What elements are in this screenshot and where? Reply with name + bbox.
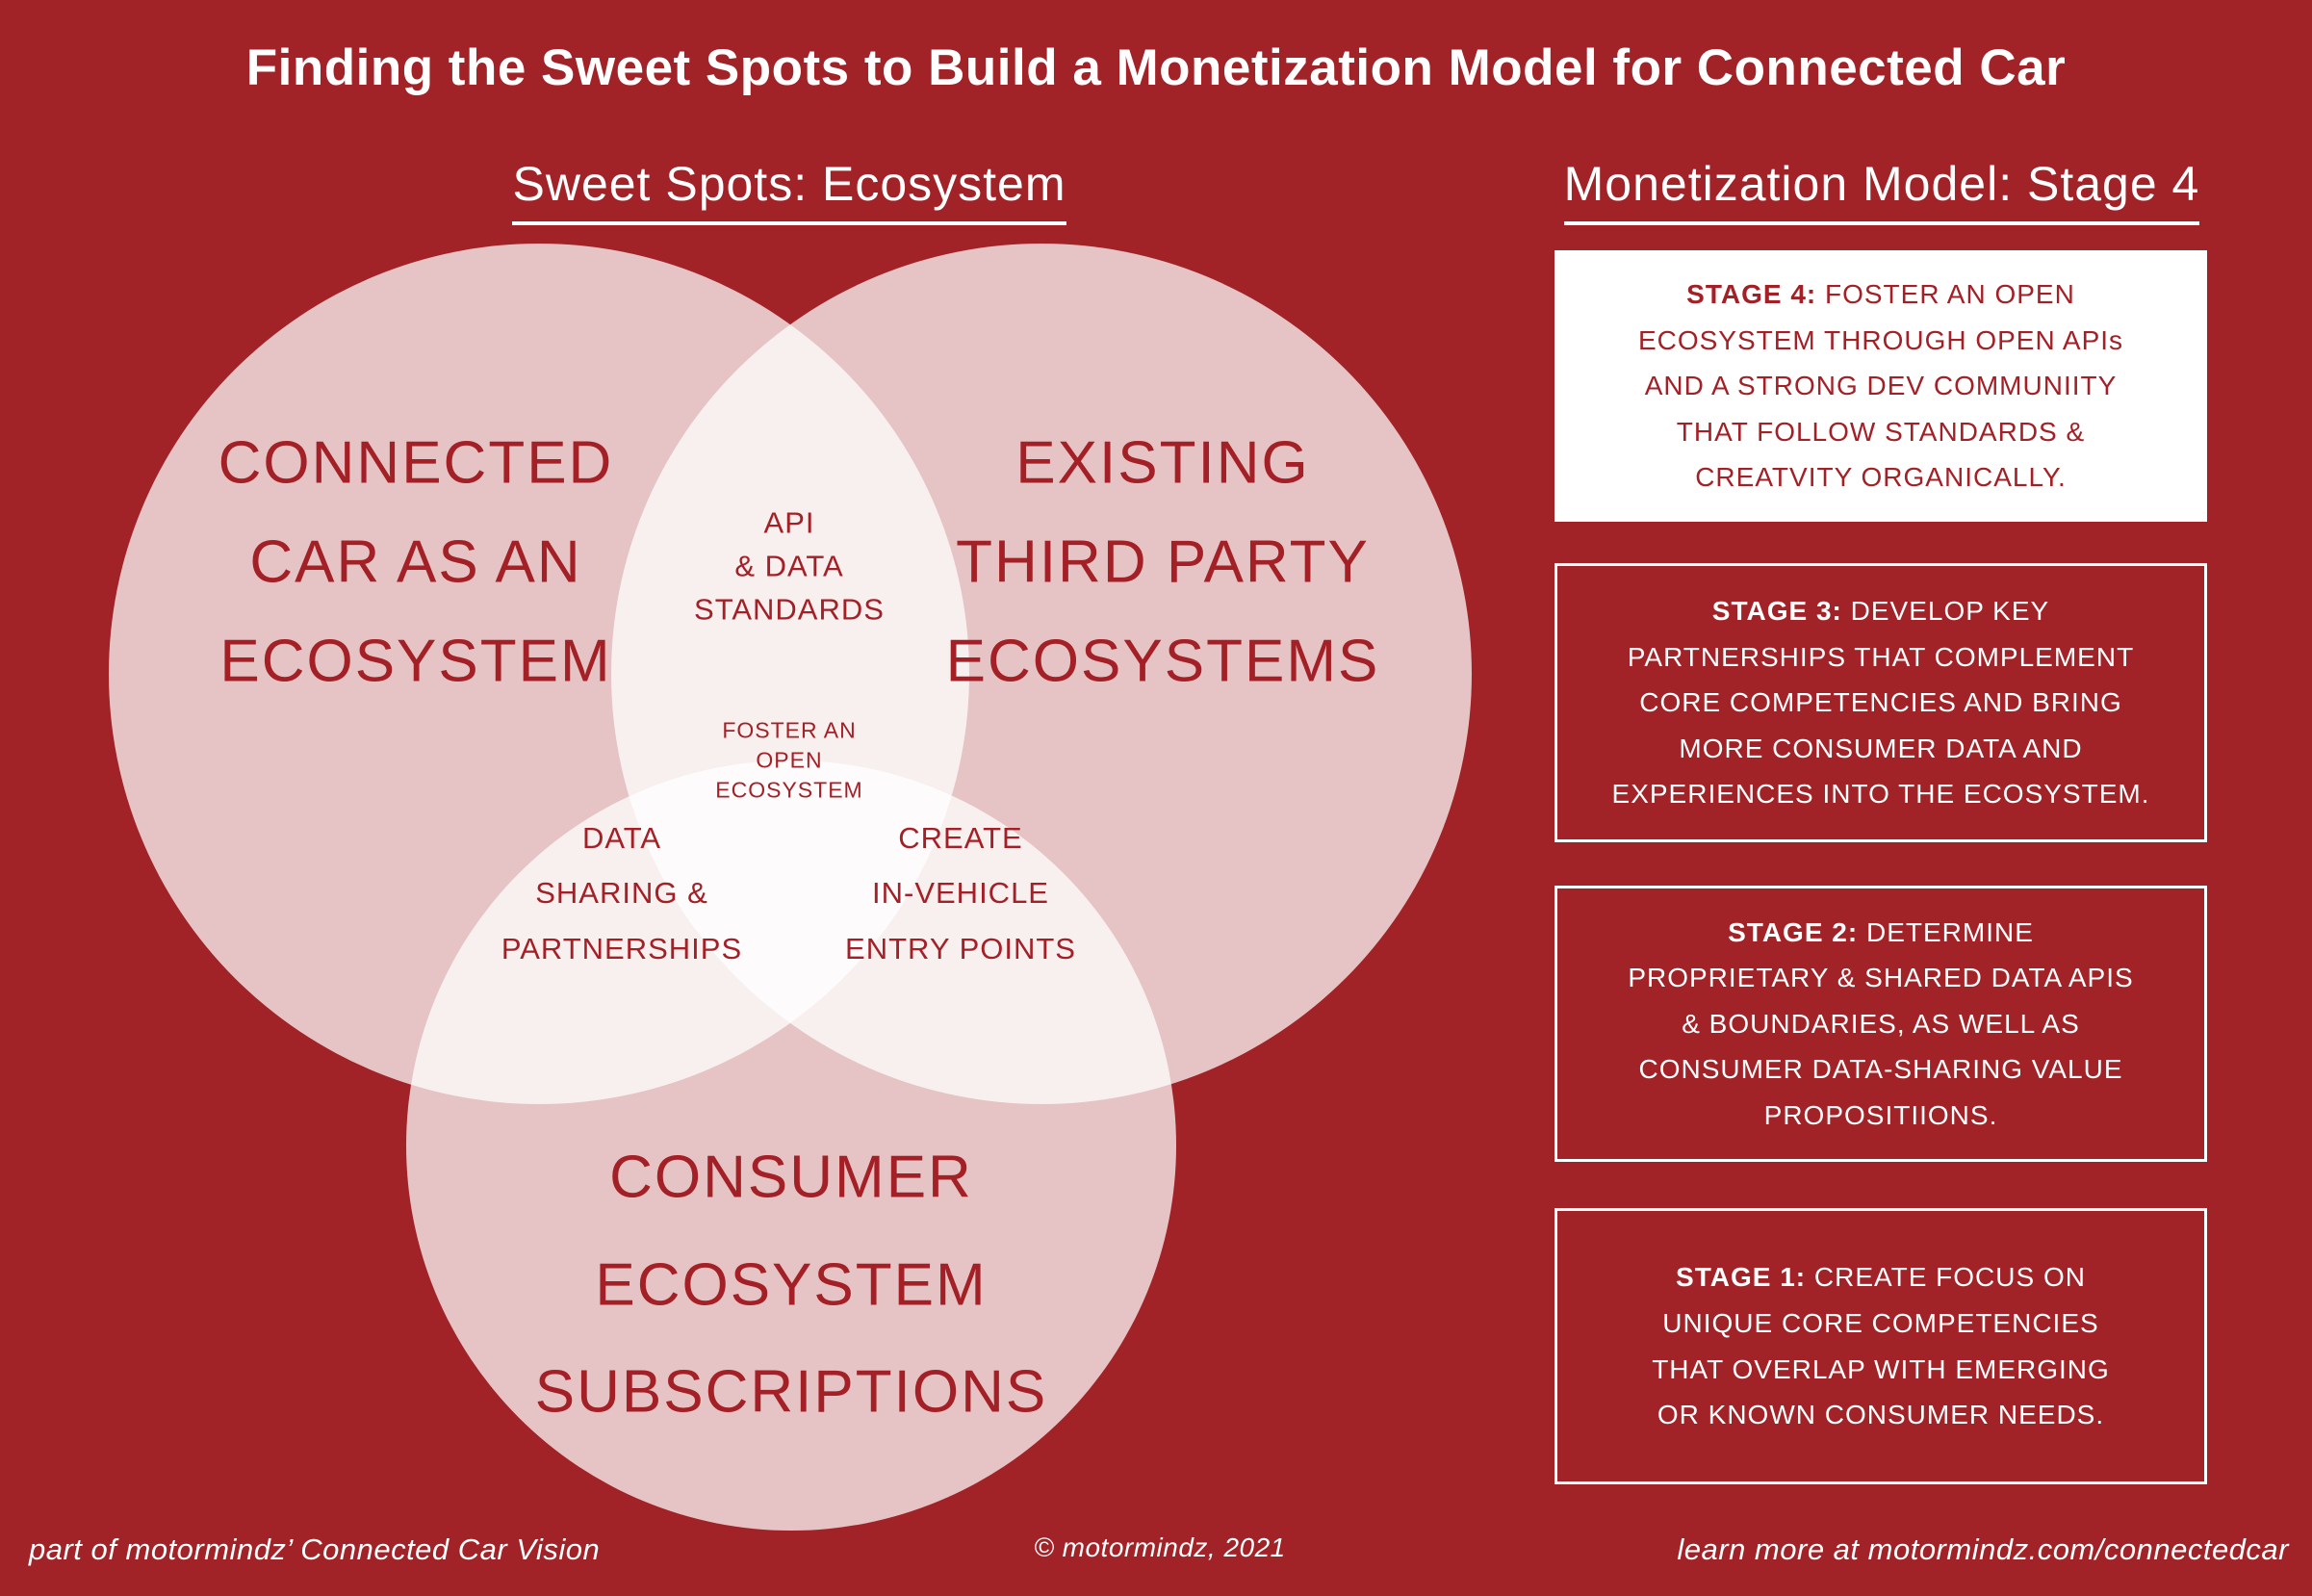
stage-3-text: STAGE 3: DEVELOP KEY PARTNERSHIPS THAT C… (1612, 588, 2150, 817)
stage-2-box: STAGE 2: DETERMINE PROPRIETARY & SHARED … (1554, 886, 2207, 1162)
sweet-spots-heading: Sweet Spots: Ecosystem (308, 156, 1271, 225)
stage-1-box: STAGE 1: CREATE FOCUS ON UNIQUE CORE COM… (1554, 1208, 2207, 1484)
stage-1-body: CREATE FOCUS ON UNIQUE CORE COMPETENCIES… (1652, 1262, 2110, 1430)
stage-4-body: FOSTER AN OPEN ECOSYSTEM THROUGH OPEN AP… (1637, 279, 2124, 493)
venn-circle-consumer (406, 760, 1176, 1531)
label-existing-third-party: EXISTING THIRD PARTY ECOSYSTEMS (945, 429, 1380, 695)
label-foster-open-ecosystem: FOSTER AN OPEN ECOSYSTEM (715, 717, 863, 803)
label-data-sharing-partnerships: DATA SHARING & PARTNERSHIPS (501, 820, 743, 965)
monetization-heading-text: Monetization Model: Stage 4 (1563, 156, 2200, 225)
stage-3-label: STAGE 3: (1711, 596, 1842, 627)
monetization-heading: Monetization Model: Stage 4 (1502, 156, 2262, 225)
stage-3-box: STAGE 3: DEVELOP KEY PARTNERSHIPS THAT C… (1554, 563, 2207, 842)
label-api-data-standards: API & DATA STANDARDS (694, 505, 885, 627)
footer-attribution: part of motormindz’ Connected Car Vision (29, 1532, 601, 1566)
footer-copyright: © motormindz, 2021 (1034, 1532, 1286, 1562)
stage-1-label: STAGE 1: (1676, 1262, 1807, 1293)
stage-2-label: STAGE 2: (1728, 916, 1859, 947)
stage-2-body: DETERMINE PROPRIETARY & SHARED DATA APIS… (1628, 916, 2134, 1130)
label-connected-car: CONNECTED CAR AS AN ECOSYSTEM (218, 429, 614, 695)
sweet-spots-heading-text: Sweet Spots: Ecosystem (512, 156, 1066, 225)
stage-2-text: STAGE 2: DETERMINE PROPRIETARY & SHARED … (1628, 910, 2133, 1139)
stage-1-text: STAGE 1: CREATE FOCUS ON UNIQUE CORE COM… (1652, 1254, 2110, 1437)
stage-4-text: STAGE 4: FOSTER AN OPEN ECOSYSTEM THROUG… (1638, 271, 2123, 501)
footer-learn-more-link: learn more at motormindz.com/connectedca… (1677, 1532, 2289, 1566)
page-title: Finding the Sweet Spots to Build a Monet… (245, 39, 2067, 96)
stage-3-body: DEVELOP KEY PARTNERSHIPS THAT COMPLEMENT… (1611, 596, 2150, 810)
stage-4-box: STAGE 4: FOSTER AN OPEN ECOSYSTEM THROUG… (1554, 250, 2207, 522)
label-create-in-vehicle-entry-points: CREATE IN-VEHICLE ENTRY POINTS (845, 820, 1076, 965)
label-consumer-subscriptions: CONSUMER ECOSYSTEM SUBSCRIPTIONS (534, 1144, 1048, 1426)
stage-4-label: STAGE 4: (1686, 279, 1817, 310)
